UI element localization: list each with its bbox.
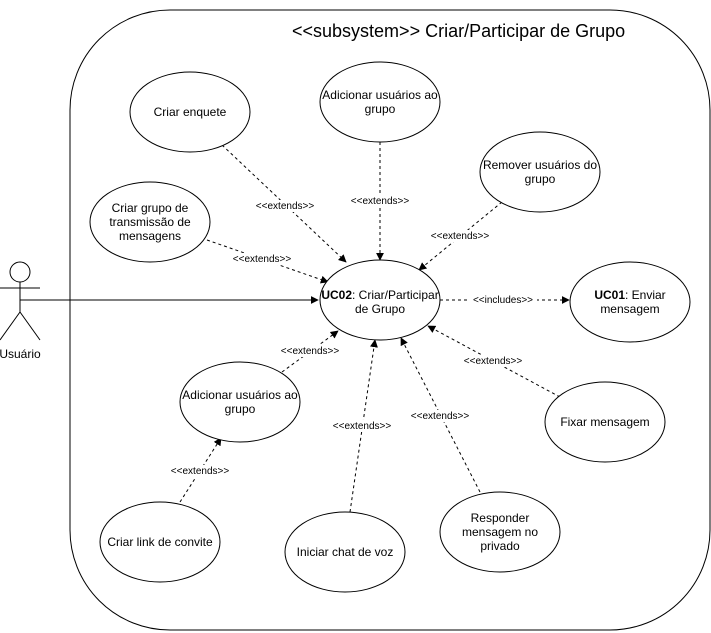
label-extends-criar-enquete: <<extends>>: [252, 200, 318, 212]
svg-text:<<extends>>: <<extends>>: [351, 196, 410, 207]
use-case-criar-enquete[interactable]: Criar enquete: [129, 71, 251, 153]
use-case-label-line1: Remover usuários do: [483, 158, 597, 172]
use-case-label-line2: transmissão de: [109, 215, 191, 229]
use-case-adicionar-usuarios-bottom[interactable]: Adicionar usuários ao grupo: [179, 361, 301, 443]
use-case-label-line2: grupo: [365, 102, 396, 116]
use-case-iniciar-chat-voz[interactable]: Iniciar chat de voz: [284, 511, 406, 593]
use-case-label-line2: grupo: [525, 172, 556, 186]
svg-text:<<extends>>: <<extends>>: [171, 466, 230, 477]
svg-text:<<extends>>: <<extends>>: [431, 231, 490, 242]
svg-text:<<extends>>: <<extends>>: [333, 421, 392, 432]
use-case-label-line1: Adicionar usuários ao: [322, 88, 438, 102]
use-case-uc01-enviar-mensagem[interactable]: UC01: Enviar mensagem: [569, 261, 691, 343]
use-case-label-line1: Responder: [471, 511, 530, 525]
use-case-label-line1: UC02: Criar/Participar: [321, 288, 438, 302]
use-case-label: Criar link de convite: [107, 535, 213, 549]
label-extends-fixar: <<extends>>: [460, 355, 526, 367]
use-case-criar-grupo-transmissao[interactable]: Criar grupo de transmissão de mensagens: [89, 181, 211, 263]
label-extends-link-convite: <<extends>>: [167, 465, 233, 477]
use-case-label: Iniciar chat de voz: [297, 545, 394, 559]
label-extends-transmissao: <<extends>>: [229, 253, 295, 265]
use-case-label-line3: privado: [480, 539, 520, 553]
use-case-label-line1: Adicionar usuários ao: [182, 388, 298, 402]
svg-text:<<extends>>: <<extends>>: [281, 346, 340, 357]
use-case-name: : Enviar: [625, 288, 666, 302]
use-case-remover-usuarios[interactable]: Remover usuários do grupo: [479, 131, 601, 213]
use-case-label-line2: mensagem: [600, 302, 659, 316]
use-case-label-line2: grupo: [225, 402, 256, 416]
label-extends-remover: <<extends>>: [427, 230, 493, 242]
use-case-responder-privado[interactable]: Responder mensagem no privado: [439, 491, 561, 573]
actor-leg-right: [19, 311, 41, 341]
svg-text:<<extends>>: <<extends>>: [464, 356, 523, 367]
use-case-label-line1: UC01: Enviar: [594, 288, 665, 302]
svg-text:<<extends>>: <<extends>>: [411, 411, 470, 422]
use-case-adicionar-usuarios-top[interactable]: Adicionar usuários ao grupo: [319, 61, 441, 143]
label-extends-chat-voz: <<extends>>: [329, 420, 395, 432]
use-case-label-line2: mensagem no: [462, 525, 538, 539]
use-case-id: UC02: [321, 288, 352, 302]
use-case-name: : Criar/Participar: [352, 288, 439, 302]
use-case-id: UC01: [594, 288, 625, 302]
actor-head: [9, 261, 31, 283]
label-extends-adicionar-top: <<extends>>: [347, 195, 413, 207]
actor-leg-left: [0, 311, 21, 341]
use-case-label-line1: Criar grupo de: [112, 201, 189, 215]
use-case-fixar-mensagem[interactable]: Fixar mensagem: [544, 381, 666, 463]
svg-text:<<extends>>: <<extends>>: [256, 201, 315, 212]
use-case-label-line2: de Grupo: [355, 302, 405, 316]
use-case-label: Fixar mensagem: [560, 415, 649, 429]
svg-text:<<includes>>: <<includes>>: [473, 295, 533, 306]
label-includes-uc01: <<includes>>: [469, 294, 537, 306]
subsystem-title: <<subsystem>> Criar/Participar de Grupo: [292, 21, 625, 41]
svg-text:<<extends>>: <<extends>>: [233, 254, 292, 265]
use-case-label: Criar enquete: [154, 105, 227, 119]
actor-name: Usuário: [0, 347, 41, 361]
actor-usuario[interactable]: Usuário: [0, 261, 41, 361]
use-case-criar-link-convite[interactable]: Criar link de convite: [99, 501, 221, 583]
label-extends-adicionar-bottom: <<extends>>: [277, 345, 343, 357]
use-case-uc02-criar-participar[interactable]: UC02: Criar/Participar de Grupo: [319, 259, 441, 341]
label-extends-responder: <<extends>>: [407, 410, 473, 422]
use-case-label-line3: mensagens: [119, 229, 181, 243]
